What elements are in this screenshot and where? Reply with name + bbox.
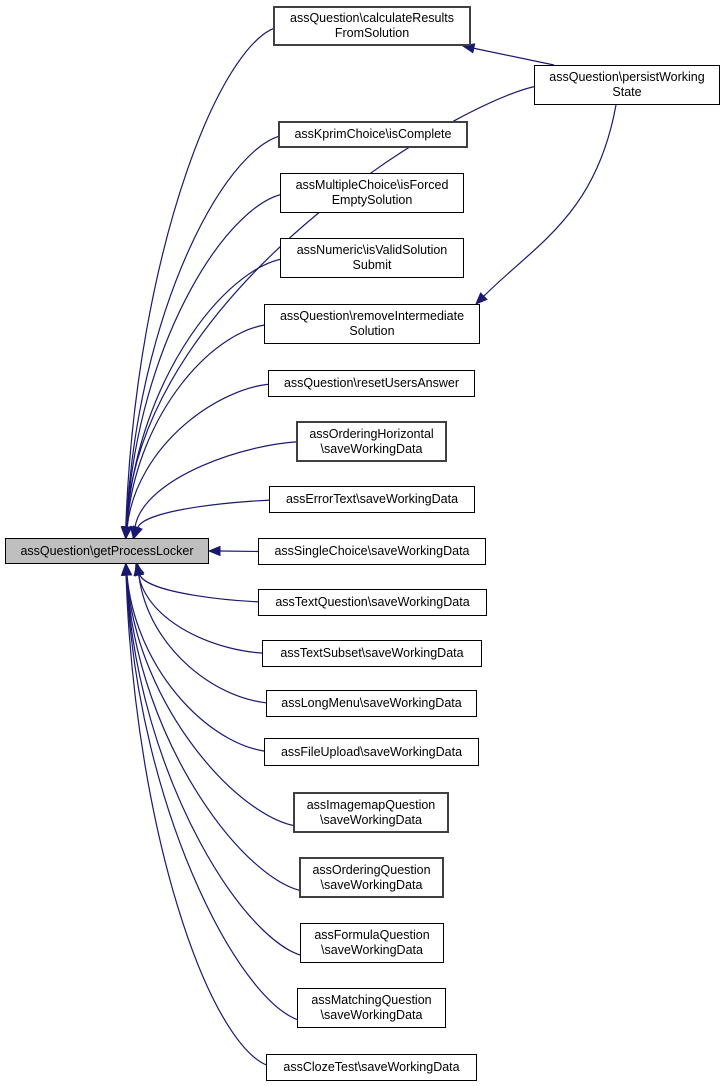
- node-label: assClozeTest\saveWorkingData: [283, 1060, 460, 1074]
- node-ordering-question-save-working-data[interactable]: assOrderingQuestion \saveWorkingData: [299, 857, 444, 898]
- node-label: assMultipleChoice\isForced: [295, 178, 449, 192]
- node-calculate-results-from-solution[interactable]: assQuestion\calculateResults FromSolutio…: [273, 6, 471, 46]
- edge-calc-to-root: [125, 25, 286, 528]
- node-label: assImagemapQuestion: [306, 797, 436, 812]
- node-remove-intermediate-solution[interactable]: assQuestion\removeIntermediate Solution: [264, 304, 480, 344]
- edge-ts-to-root: [138, 574, 275, 655]
- node-label: assSingleChoice\saveWorkingData: [274, 544, 470, 558]
- edge-persist-to-remove-arrowhead: [475, 292, 488, 305]
- edge-kprim-to-root: [125, 133, 291, 528]
- edge-oq-to-root: [126, 574, 312, 893]
- node-label: State: [612, 85, 642, 99]
- edge-sc-to-root-arrowhead: [207, 545, 221, 557]
- node-matching-question-save-working-data[interactable]: assMatchingQuestion \saveWorkingData: [297, 988, 446, 1028]
- node-label: assNumeric\isValidSolution: [296, 243, 448, 257]
- edge-fu-to-root: [126, 574, 277, 753]
- edge-fq-to-root: [125, 574, 313, 958]
- node-label: \saveWorkingData: [321, 943, 423, 957]
- node-persist-working-state[interactable]: assQuestion\persistWorking State: [534, 65, 720, 105]
- node-label: assErrorText\saveWorkingData: [285, 492, 459, 506]
- edge-ordh-to-root: [134, 440, 309, 528]
- node-label: \saveWorkingData: [320, 441, 423, 456]
- edge-err-to-root-arrowhead: [133, 525, 143, 540]
- node-label: assMatchingQuestion: [311, 993, 432, 1007]
- node-get-process-locker[interactable]: assQuestion\getProcessLocker: [5, 538, 209, 564]
- node-label: assQuestion\persistWorking: [549, 70, 705, 84]
- node-multiple-choice-is-forced-empty-solution[interactable]: assMultipleChoice\isForced EmptySolution: [280, 173, 464, 213]
- node-label: \saveWorkingData: [320, 877, 423, 892]
- edge-lm-to-root-arrowhead: [133, 562, 145, 577]
- node-label: assFileUpload\saveWorkingData: [280, 744, 463, 759]
- edge-mq-to-root: [125, 574, 310, 1023]
- node-label: assOrderingHorizontal: [309, 426, 434, 441]
- node-long-menu-save-working-data[interactable]: assLongMenu\saveWorkingData: [266, 690, 477, 717]
- node-text-subset-save-working-data[interactable]: assTextSubset\saveWorkingData: [262, 640, 482, 667]
- node-label: \saveWorkingData: [320, 812, 422, 827]
- edge-lm-to-root: [138, 574, 279, 705]
- node-kprim-is-complete[interactable]: assKprimChoice\isComplete: [278, 121, 468, 148]
- node-label: assLongMenu\saveWorkingData: [281, 696, 462, 710]
- node-text-question-save-working-data[interactable]: assTextQuestion\saveWorkingData: [258, 589, 487, 616]
- node-formula-question-save-working-data[interactable]: assFormulaQuestion \saveWorkingData: [300, 923, 444, 963]
- node-label: assFormulaQuestion: [314, 928, 430, 942]
- node-error-text-save-working-data[interactable]: assErrorText\saveWorkingData: [269, 486, 475, 513]
- node-label: assQuestion\resetUsersAnswer: [283, 376, 460, 390]
- node-file-upload-save-working-data[interactable]: assFileUpload\saveWorkingData: [264, 738, 479, 766]
- node-label: assTextQuestion\saveWorkingData: [275, 595, 470, 609]
- node-label: EmptySolution: [331, 193, 413, 207]
- edge-cz-to-root: [125, 574, 279, 1069]
- node-label: assTextSubset\saveWorkingData: [280, 646, 464, 660]
- node-imagemap-question-save-working-data[interactable]: assImagemapQuestion \saveWorkingData: [293, 792, 449, 833]
- node-label: assQuestion\removeIntermediate: [279, 309, 465, 323]
- edge-persist-to-calc: [473, 47, 555, 66]
- node-label: assOrderingQuestion: [312, 862, 431, 877]
- node-label: FromSolution: [334, 26, 410, 40]
- node-label: Submit: [352, 258, 392, 272]
- node-label: assKprimChoice\isComplete: [294, 127, 452, 141]
- node-single-choice-save-working-data[interactable]: assSingleChoice\saveWorkingData: [258, 538, 486, 565]
- edge-num-to-root: [126, 257, 293, 528]
- node-reset-users-answer[interactable]: assQuestion\resetUsersAnswer: [268, 370, 475, 397]
- edge-cz-to-root-arrowhead: [120, 562, 132, 576]
- edge-persist-to-remove: [483, 104, 617, 297]
- node-ordering-horizontal-save-working-data[interactable]: assOrderingHorizontal \saveWorkingData: [296, 421, 447, 462]
- edge-reset-to-root: [126, 382, 281, 528]
- node-label: Solution: [349, 324, 395, 338]
- edge-persist-to-root: [125, 84, 547, 528]
- node-label: assQuestion\calculateResults: [290, 11, 454, 25]
- node-numeric-is-valid-solution-submit[interactable]: assNumeric\isValidSolution Submit: [280, 238, 464, 278]
- node-cloze-test-save-working-data[interactable]: assClozeTest\saveWorkingData: [266, 1054, 477, 1081]
- edge-remove-to-root: [126, 323, 277, 528]
- edge-reset-to-root-arrowhead: [122, 526, 133, 540]
- edge-mc-to-root: [125, 192, 293, 528]
- node-label: assQuestion\getProcessLocker: [20, 543, 194, 558]
- node-label: \saveWorkingData: [320, 1008, 423, 1022]
- edge-im-to-root: [126, 574, 306, 828]
- edge-sc-to-root: [219, 550, 259, 553]
